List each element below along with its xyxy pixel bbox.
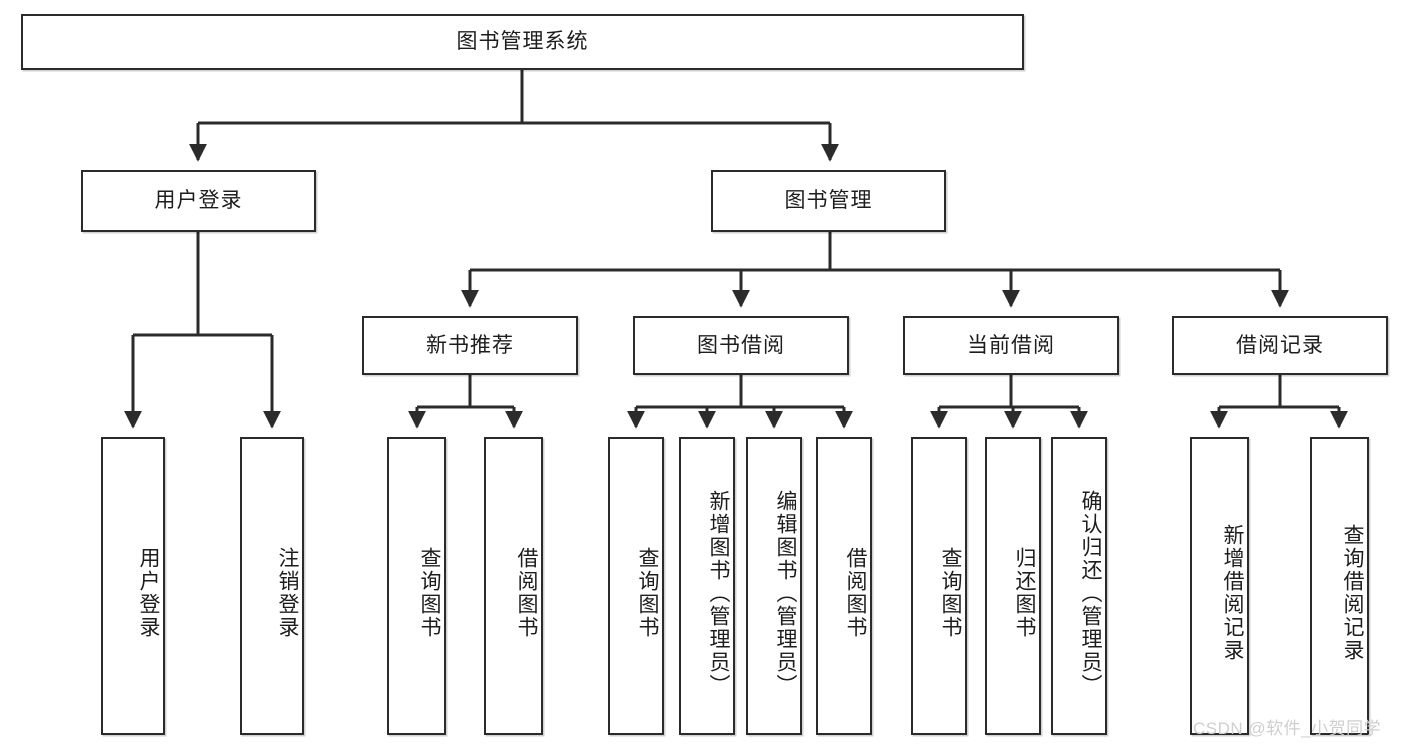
node-leaf-query-book-borrow[interactable]: 查询图书 (608, 437, 664, 735)
node-current-borrow[interactable]: 当前借阅 (903, 316, 1119, 375)
node-leaf-user-logout[interactable]: 注销登录 (240, 437, 304, 735)
node-book-borrow[interactable]: 图书借阅 (633, 316, 849, 375)
node-book-manage[interactable]: 图书管理 (711, 170, 946, 232)
node-leaf-edit-book-admin[interactable]: 编辑图书（管理员） (746, 437, 802, 735)
node-root-system[interactable]: 图书管理系统 (21, 14, 1024, 70)
node-leaf-query-book-current[interactable]: 查询图书 (911, 437, 967, 735)
node-leaf-user-login[interactable]: 用户登录 (101, 437, 165, 735)
node-leaf-add-borrow-record[interactable]: 新增借阅记录 (1190, 437, 1249, 735)
node-leaf-add-book-admin[interactable]: 新增图书（管理员） (679, 437, 735, 735)
node-leaf-borrow-book[interactable]: 借阅图书 (816, 437, 872, 735)
node-new-book-recommend[interactable]: 新书推荐 (362, 316, 578, 375)
node-leaf-query-book-rec[interactable]: 查询图书 (387, 437, 446, 735)
node-leaf-return-book[interactable]: 归还图书 (985, 437, 1041, 735)
node-leaf-confirm-return-admin[interactable]: 确认归还（管理员） (1051, 437, 1107, 735)
node-leaf-query-borrow-record[interactable]: 查询借阅记录 (1310, 437, 1369, 735)
node-borrow-record[interactable]: 借阅记录 (1172, 316, 1388, 375)
node-user-login[interactable]: 用户登录 (81, 170, 316, 232)
node-leaf-borrow-book-rec[interactable]: 借阅图书 (484, 437, 543, 735)
